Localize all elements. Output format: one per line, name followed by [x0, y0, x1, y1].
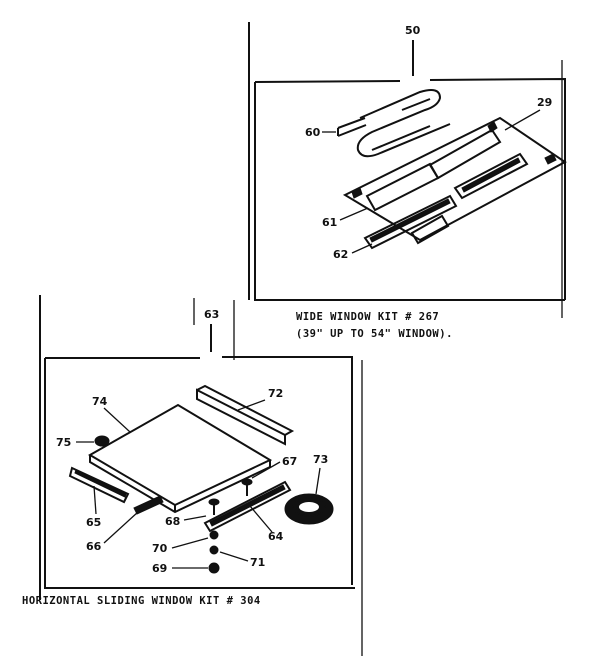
part-74-leader [103, 407, 131, 433]
panel-board-part-74 [88, 403, 273, 514]
horizontal-kit-title: HORIZONTAL SLIDING WINDOW KIT # 304 [22, 595, 261, 607]
callout-63: 63 [204, 308, 219, 321]
part-68-leader [183, 515, 207, 521]
part-65-leader [93, 485, 97, 515]
channel-part-64 [203, 480, 292, 533]
screw-part-67 [241, 478, 253, 496]
part-70-leader [171, 537, 209, 549]
part-29-leader [504, 109, 541, 131]
part-70-label: 70 [152, 542, 168, 555]
fastener-part-75 [94, 435, 110, 447]
part-64-leader [249, 505, 273, 533]
part-61-leader [339, 207, 369, 221]
nut-part-71 [209, 545, 219, 555]
panel-right-border [429, 77, 566, 300]
strip-part-72 [196, 384, 295, 446]
part-60-label: 60 [305, 126, 321, 139]
part-67-leader [251, 461, 281, 479]
clip-part-66 [133, 495, 164, 515]
screw-part-68 [208, 498, 220, 515]
callout-50: 50 [405, 24, 421, 37]
channel-part-29 [342, 116, 567, 250]
panel-frame [254, 82, 565, 301]
part-62-leader [351, 243, 373, 254]
panel-right-border [222, 356, 353, 585]
part-66-leader [103, 511, 139, 544]
part-74-label: 74 [92, 395, 108, 408]
part-72-label: 72 [268, 387, 283, 400]
panel-frame [44, 358, 355, 589]
part-73-leader [315, 467, 321, 495]
part-71-label: 71 [250, 556, 265, 569]
part-64-label: 64 [268, 530, 284, 543]
coil-seal-part-73 [284, 493, 334, 525]
part-62-label: 62 [333, 248, 348, 261]
part-68-label: 68 [165, 515, 180, 528]
part-75-label: 75 [56, 436, 71, 449]
wide-window-kit-panel: 50 60 29 61 62 [248, 22, 567, 340]
wide-kit-subtitle: (39" UP TO 54" WINDOW). [296, 328, 453, 340]
part-72-leader [237, 399, 266, 411]
part-73-label: 73 [313, 453, 328, 466]
part-29-label: 29 [537, 96, 552, 109]
part-67-label: 67 [282, 455, 297, 468]
part-71-leader [219, 551, 249, 562]
part-66-label: 66 [86, 540, 102, 553]
horizontal-kit-panel: 63 74 72 75 65 66 [22, 295, 363, 656]
fastener-part-69 [208, 562, 220, 574]
washer-part-70 [209, 530, 219, 540]
panel-top-border [254, 80, 401, 83]
strap-part-60 [337, 89, 451, 158]
channel-part-65 [68, 466, 130, 504]
part-65-label: 65 [86, 516, 101, 529]
part-61-label: 61 [322, 216, 337, 229]
part-69-label: 69 [152, 562, 167, 575]
wide-kit-title: WIDE WINDOW KIT # 267 [296, 311, 439, 323]
